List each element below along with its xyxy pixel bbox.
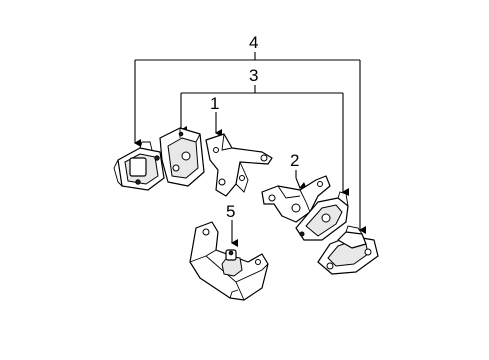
callout-3: 3 xyxy=(249,66,258,85)
leader-2 xyxy=(295,170,308,190)
callout-5: 5 xyxy=(226,202,235,221)
transmission-bracket xyxy=(261,175,331,223)
mount-bracket xyxy=(205,133,273,197)
engine-mount-left xyxy=(113,141,165,191)
leader-3 xyxy=(180,85,349,196)
callout-1: 1 xyxy=(210,94,219,113)
callout-2: 2 xyxy=(290,151,299,170)
insulator-left xyxy=(159,127,205,187)
engine-mount-right xyxy=(317,225,379,275)
insulator-right xyxy=(295,191,349,241)
leader-4 xyxy=(134,52,366,234)
transmission-mount xyxy=(189,221,269,301)
callout-4: 4 xyxy=(249,33,258,52)
